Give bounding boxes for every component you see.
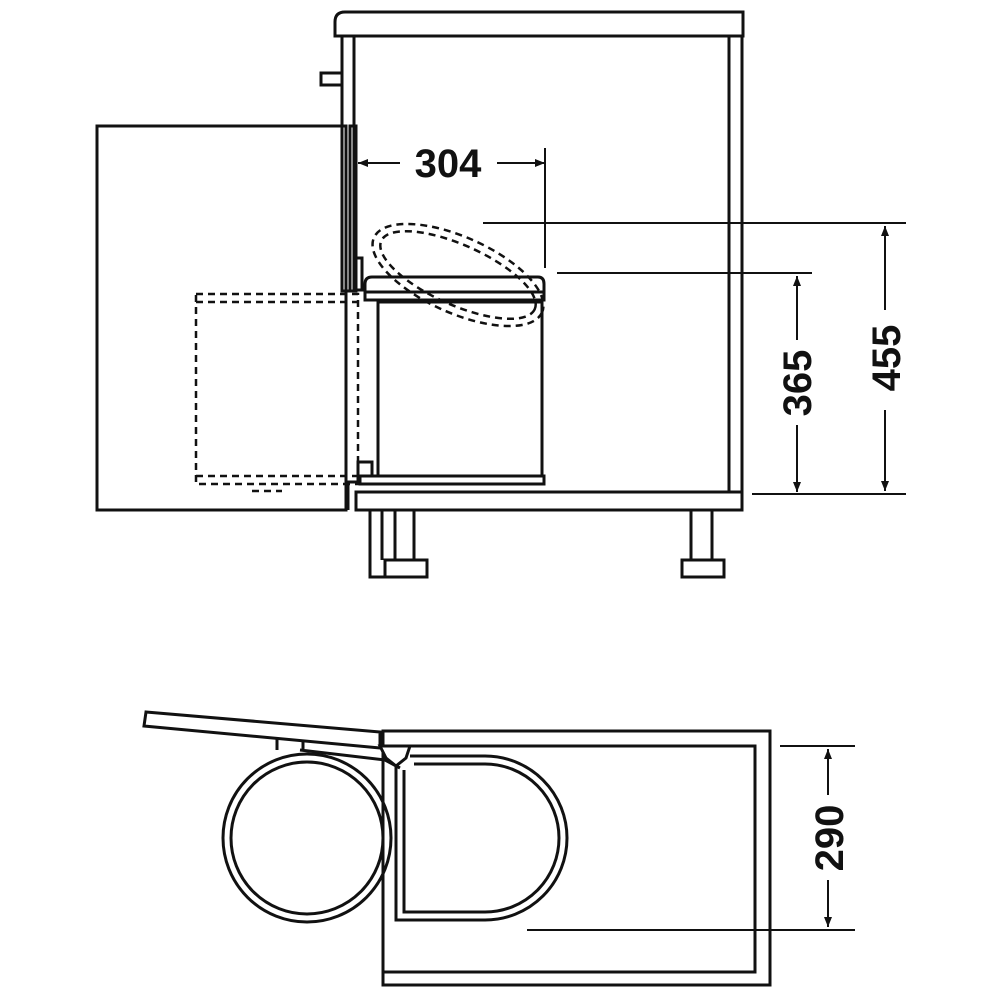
cabinet-left-wall <box>340 34 356 293</box>
cabinet-outline <box>381 729 772 987</box>
left-bin-inner <box>229 760 385 916</box>
side-view: 304 365 455 <box>95 10 909 579</box>
bin-base <box>358 474 546 486</box>
left-leg-foot <box>383 558 429 579</box>
open-door <box>95 124 348 512</box>
lid-open-outline-inner <box>379 229 537 321</box>
dimension-label-455: 455 <box>865 325 909 392</box>
hinge-bracket-top <box>356 256 364 292</box>
door-hinge-plate <box>348 124 358 293</box>
right-bin-inner <box>402 762 561 914</box>
door-bottom-bracket <box>346 460 374 510</box>
cabinet-right-wall <box>727 34 744 494</box>
right-leg-foot <box>680 558 726 579</box>
right-bin-outer <box>394 754 569 922</box>
cabinet-inner <box>383 744 757 974</box>
bin-lid <box>363 275 546 302</box>
dimension-label-365: 365 <box>776 350 820 417</box>
left-bin-outer <box>221 752 393 924</box>
bottom-shelf <box>354 490 744 512</box>
top-view: 290 <box>142 710 855 987</box>
door-closed-outline <box>194 292 360 486</box>
bin-body <box>376 300 544 478</box>
open-door-top <box>142 710 382 750</box>
dimension-label-304: 304 <box>415 142 482 186</box>
countertop <box>333 10 745 38</box>
lid-open-outline-outer <box>371 222 545 328</box>
dimension-304: 304 <box>358 142 546 268</box>
right-leg <box>689 508 714 562</box>
hinge-block <box>377 744 413 768</box>
dimension-365: 365 <box>557 272 820 492</box>
dimension-290: 290 <box>527 745 855 931</box>
dimension-455: 455 <box>483 222 909 495</box>
cabinet-handle <box>319 71 344 87</box>
left-leg <box>368 510 416 579</box>
dimension-label-290: 290 <box>808 805 852 872</box>
